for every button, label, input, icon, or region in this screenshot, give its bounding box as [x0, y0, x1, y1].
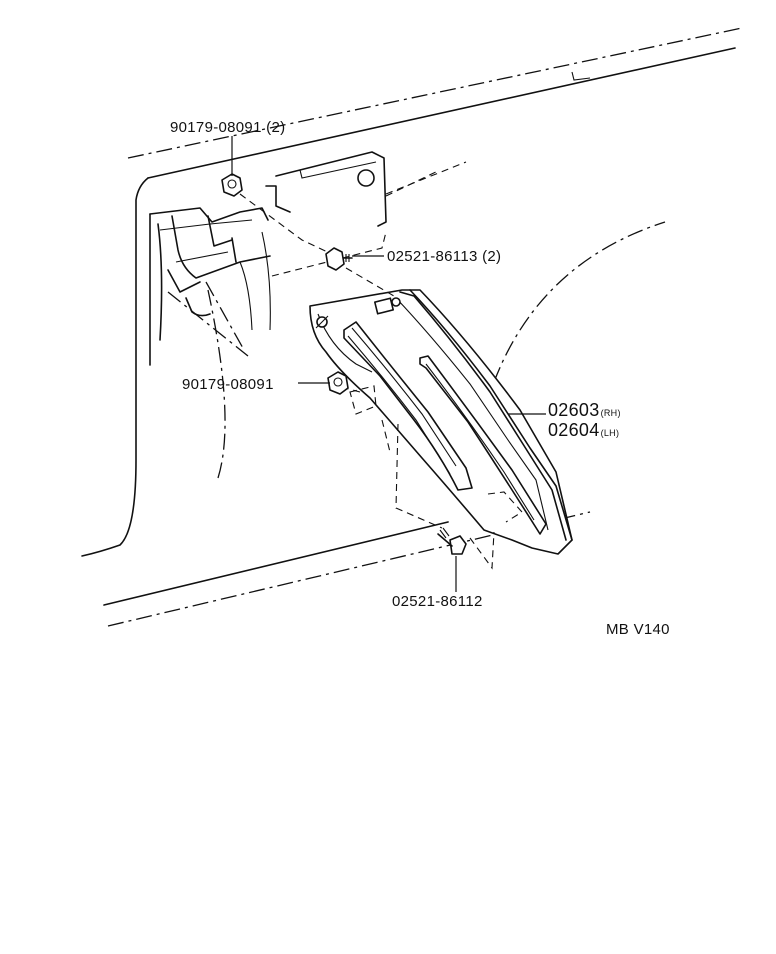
label-part-rh: 02603(RH): [548, 400, 621, 420]
label-screw-bottom: 02521-86112: [392, 593, 483, 610]
screw-bottom-icon: [437, 527, 467, 555]
label-bolt-top: 90179-08091 (2): [170, 119, 285, 136]
label-part-lh: 02604(LH): [548, 420, 619, 440]
label-screw-mid: 02521-86113 (2): [387, 248, 501, 265]
leader-lines: [231, 136, 546, 592]
part-rh-number: 02603: [548, 400, 600, 420]
bolt-left-icon: [327, 371, 349, 395]
part-rh-side: (RH): [601, 408, 621, 418]
bolt-top-icon: [221, 173, 243, 197]
label-bolt-left: 90179-08091: [182, 376, 274, 393]
part-lh-number: 02604: [548, 420, 600, 440]
part-lh-side: (LH): [601, 428, 620, 438]
garnish-assembly: [309, 289, 573, 555]
inner-panel-structure: [149, 207, 271, 479]
diagram-code: MB V140: [606, 621, 670, 638]
mounting-bracket: [239, 151, 467, 277]
screw-mid-icon: [325, 247, 353, 271]
